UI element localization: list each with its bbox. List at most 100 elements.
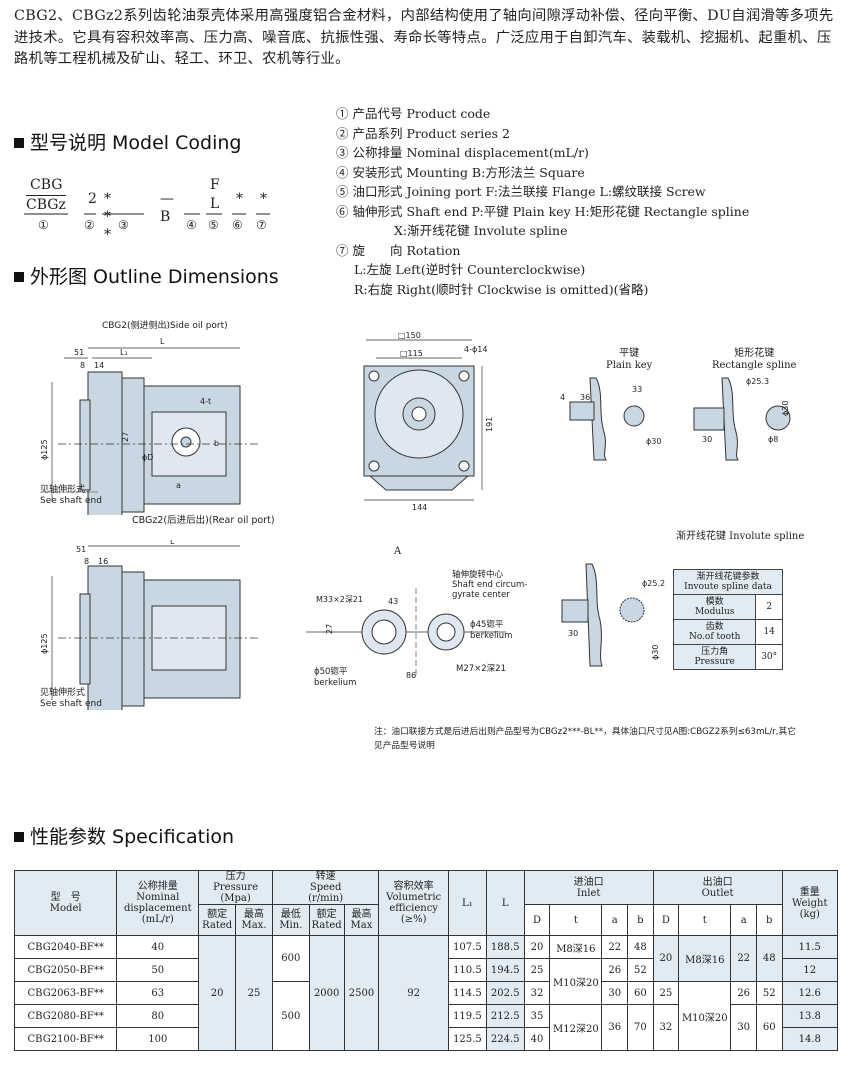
dim-33: 33 — [632, 385, 642, 394]
side-view-drawing: L L₁ 51 8 14 ϕ125 27 4-t ϕD a b — [40, 337, 260, 515]
code-l: L — [210, 196, 220, 212]
dim-27-a: 27 — [325, 624, 334, 634]
dim-phi8: ϕ8 — [768, 435, 778, 444]
code-stars: * * * — [104, 191, 113, 243]
th-disp: 公称排量 Nominal displacement (mL/r) — [116, 870, 200, 936]
dim-125: ϕ125 — [40, 439, 49, 460]
dim-L: L — [160, 337, 165, 346]
dim-30d: 30 — [568, 629, 578, 638]
code-cbg: CBG — [30, 177, 63, 193]
code-b: —B — [160, 191, 174, 225]
code-series: 2 — [88, 191, 97, 207]
outline-title: 外形图 Outline Dimensions — [30, 266, 279, 288]
involute-title: 渐开线花键 Involute spline — [676, 531, 805, 542]
code-item-7: ⑦ 旋 向 Rotation — [336, 242, 461, 258]
code-item-3: ③ 公称排量 Nominal displacement(mL/r) — [336, 145, 589, 160]
outline-note: 注：油口联接方式是后进后出则产品型号为CBGz2***-BL**，具体油口尺寸见… — [374, 727, 796, 751]
dim-4phi14: 4-ϕ14 — [464, 345, 487, 354]
dim-8: 8 — [80, 361, 85, 370]
dim-30c: 30 — [702, 435, 712, 444]
m33-label: M33×2深21 — [316, 595, 363, 604]
th-rated: 额定 Rated — [198, 904, 237, 936]
involute-drawing: ϕ25.2 30 ϕ30 — [561, 563, 665, 667]
circ-6: ⑥ — [232, 218, 243, 232]
dim-16: 16 — [98, 557, 108, 566]
th-oa: a — [730, 904, 757, 936]
dim-L1: L₁ — [120, 348, 128, 357]
circ-5: ⑤ — [208, 218, 219, 232]
th-L1: L₁ — [447, 870, 487, 936]
th-ot: t — [678, 904, 732, 936]
th-max2: 最高 Max — [343, 904, 380, 936]
dim-14: 14 — [94, 361, 104, 370]
code-s2: * — [260, 191, 267, 207]
dim-phi30: ϕ30 — [646, 437, 661, 446]
rotation-center-label: 轴伸旋转中心 Shaft end circum- gyrate center — [452, 570, 528, 600]
bullet-square-icon — [14, 138, 24, 148]
dim-phi30b: ϕ30 — [781, 401, 790, 416]
rect-spline-label: 矩形花键 Rectangle spline — [712, 348, 797, 371]
dim-sq115: □115 — [400, 349, 423, 358]
th-ob: b — [755, 904, 783, 936]
circ-4: ④ — [186, 218, 197, 232]
th-ia: a — [601, 904, 629, 936]
view-a-label: A — [394, 546, 402, 557]
plain-key-label: 平键 Plain key — [606, 348, 653, 371]
dim-phi30e: ϕ30 — [651, 645, 660, 660]
spec-table: 型 号 Model 公称排量 Nominal displacement (mL/… — [13, 870, 839, 1051]
th-it: t — [549, 904, 603, 936]
circ-1: ① — [38, 218, 49, 232]
code-item-5: ⑤ 油口形式 Joining port F:法兰联接 Flange L:螺纹联接… — [336, 184, 706, 199]
dim-4: 4 — [560, 393, 565, 402]
code-item-7b: R:右旋 Right(顺时针 Clockwise is omitted)(省略) — [354, 281, 649, 297]
th-vol: 容积效率 Volumetric efficiency (≥%) — [378, 870, 449, 936]
dim-sq150: □150 — [398, 331, 421, 340]
code-cbgz: CBGz — [26, 195, 66, 213]
table-row: CBG2100-BF** 100 125.5 224.5 40 14.8 — [13, 1027, 839, 1051]
dim-8-rear: 8 — [84, 557, 89, 566]
th-speed: 转速 Speed (r/min) — [271, 870, 380, 905]
dim-51: 51 — [74, 348, 84, 357]
code-underlines — [24, 213, 270, 215]
bullet-square-icon — [14, 832, 24, 842]
dim-D: ϕD — [142, 453, 153, 462]
th-L: L — [485, 870, 525, 936]
table-row: CBG2050-BF** 50 110.5 194.5 25 M10深20 26… — [13, 958, 839, 1005]
model-coding-title: 型号说明 Model Coding — [30, 132, 242, 154]
th-weight: 重量 Weight (kg) — [781, 870, 839, 936]
spec-heading: 性能参数 Specification — [14, 822, 234, 849]
code-item-1: ① 产品代号 Product code — [336, 106, 491, 121]
code-item-6: ⑥ 轴伸形式 Shaft end P:平键 Plain key H:矩形花键 R… — [336, 203, 750, 219]
dim-4t: 4-t — [200, 397, 211, 406]
rear-view-drawing: L 51 8 16 ϕ125 — [40, 540, 260, 710]
dim-a: a — [176, 481, 181, 490]
th-oD: D — [652, 904, 680, 936]
dim-252: ϕ25.2 — [642, 579, 665, 588]
code-f: F — [210, 177, 220, 193]
table-row: CBG2040-BF** 40 20 25 600 2000 2500 92 1… — [13, 935, 839, 1051]
model-code-list: ① 产品代号 Product code ② 产品系列 Product serie… — [336, 104, 749, 299]
shaft-ends-drawing: 4 36 33 ϕ30 ϕ25.3 ϕ30 30 ϕ8 — [560, 377, 791, 461]
bullet-square-icon — [14, 272, 24, 282]
th-model: 型 号 Model — [13, 870, 118, 936]
code-item-6b: X:渐开线花键 Involute spline — [394, 223, 568, 238]
th-inlet: 进油口 Inlet — [523, 870, 654, 905]
dim-125-rear: ϕ125 — [40, 633, 49, 654]
port-view-drawing: M33×2深21 43 27 86 — [306, 588, 506, 680]
dim-51-rear: 51 — [76, 545, 86, 554]
th-iD: D — [523, 904, 551, 936]
see-shaft-label-1: 见轴伸形式 See shaft end — [40, 485, 102, 506]
th-rated2: 额定 Rated — [308, 904, 345, 936]
see-shaft-label-2: 见轴伸形式 See shaft end — [40, 688, 102, 709]
th-max: 最高 Max. — [235, 904, 273, 936]
m27-label: M27×2深21 — [456, 664, 506, 674]
outline-heading: 外形图 Outline Dimensions — [14, 262, 279, 289]
model-coding-heading: 型号说明 Model Coding — [14, 128, 241, 155]
code-s1: * — [236, 191, 243, 207]
intro-paragraph: CBG2、CBGz2系列齿轮油泵壳体采用高强度铝合金材料，内部结构使用了轴向间隙… — [14, 8, 834, 67]
dim-36: 36 — [580, 393, 590, 402]
front-view-drawing: □150 □115 4-ϕ14 191 144 — [363, 331, 494, 512]
